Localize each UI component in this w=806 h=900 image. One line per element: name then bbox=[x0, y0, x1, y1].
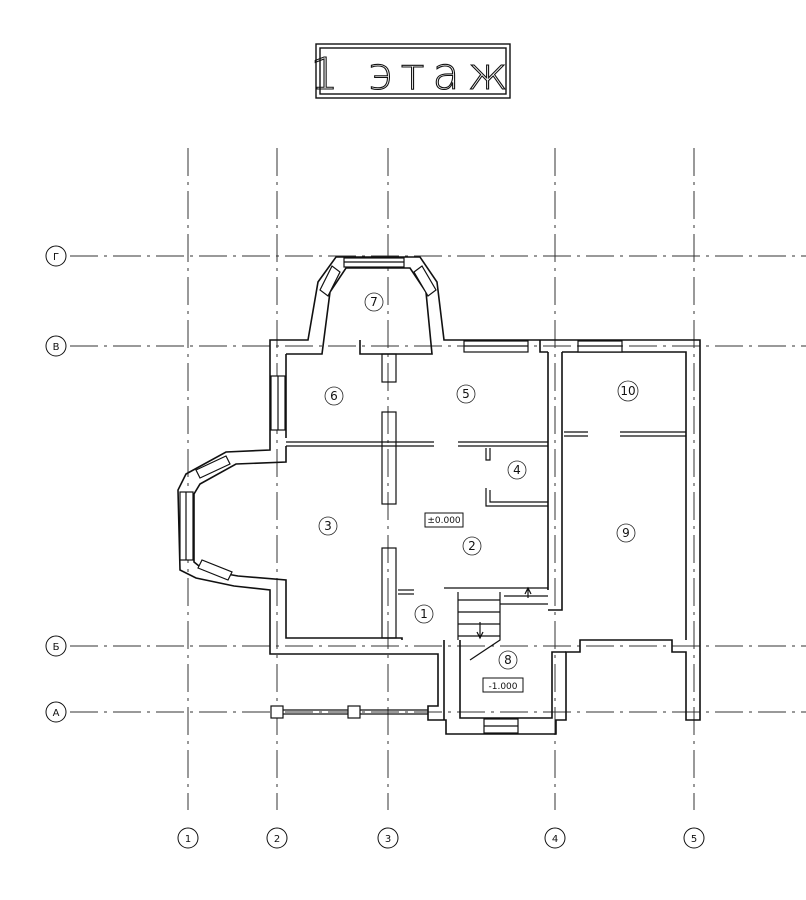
level-mark-lower: -1.000 bbox=[482, 677, 524, 693]
room-marker-3: 3 bbox=[318, 516, 338, 536]
axis-bubble-4: 4 bbox=[544, 827, 566, 849]
room-marker-9: 9 bbox=[616, 523, 636, 543]
plan-title: 1 этаж bbox=[310, 43, 515, 101]
svg-text:7: 7 bbox=[370, 295, 378, 309]
outer-wall-outer bbox=[177, 256, 701, 735]
plan-title-text: 1 этаж bbox=[310, 49, 515, 100]
svg-text:6: 6 bbox=[330, 389, 338, 403]
room-marker-1: 1 bbox=[414, 604, 434, 624]
svg-text:4: 4 bbox=[552, 834, 558, 845]
axis-bubble-V: В bbox=[45, 335, 67, 357]
room-marker-6: 6 bbox=[324, 386, 344, 406]
grid-axes bbox=[70, 148, 806, 810]
svg-text:10: 10 bbox=[620, 384, 635, 398]
room-marker-2: 2 bbox=[462, 536, 482, 556]
svg-text:А: А bbox=[53, 708, 60, 719]
room-marker-5: 5 bbox=[456, 384, 476, 404]
columns bbox=[270, 705, 428, 719]
room-marker-8: 8 bbox=[498, 650, 518, 670]
windows bbox=[179, 257, 623, 734]
svg-text:5: 5 bbox=[691, 834, 697, 845]
axis-bubble-3: 3 bbox=[377, 827, 399, 849]
axis-bubble-B: Б bbox=[45, 635, 67, 657]
axis-bubble-A: А bbox=[45, 701, 67, 723]
svg-text:1: 1 bbox=[420, 607, 428, 621]
axis-bubble-2: 2 bbox=[266, 827, 288, 849]
svg-text:2: 2 bbox=[274, 834, 280, 845]
axis-bubble-G: Г bbox=[45, 245, 67, 267]
room-marker-7: 7 bbox=[364, 292, 384, 312]
room-marker-10: 10 bbox=[617, 380, 639, 402]
svg-text:5: 5 bbox=[462, 387, 470, 401]
walls bbox=[177, 256, 701, 735]
svg-text:±0.000: ±0.000 bbox=[427, 516, 461, 526]
level-mark-main: ±0.000 bbox=[424, 512, 464, 528]
svg-text:Г: Г bbox=[53, 252, 59, 263]
svg-text:3: 3 bbox=[324, 519, 332, 533]
axis-bubble-1: 1 bbox=[177, 827, 199, 849]
svg-text:Б: Б bbox=[53, 642, 60, 653]
svg-text:-1.000: -1.000 bbox=[488, 682, 517, 692]
svg-text:9: 9 bbox=[622, 526, 630, 540]
svg-text:4: 4 bbox=[513, 463, 521, 477]
svg-text:3: 3 bbox=[385, 834, 391, 845]
svg-text:2: 2 bbox=[468, 539, 476, 553]
axis-bubble-5: 5 bbox=[683, 827, 705, 849]
svg-text:1: 1 bbox=[185, 834, 191, 845]
svg-text:8: 8 bbox=[504, 653, 512, 667]
outer-wall-inner bbox=[286, 267, 433, 355]
room-marker-4: 4 bbox=[507, 460, 527, 480]
svg-text:В: В bbox=[53, 342, 60, 353]
